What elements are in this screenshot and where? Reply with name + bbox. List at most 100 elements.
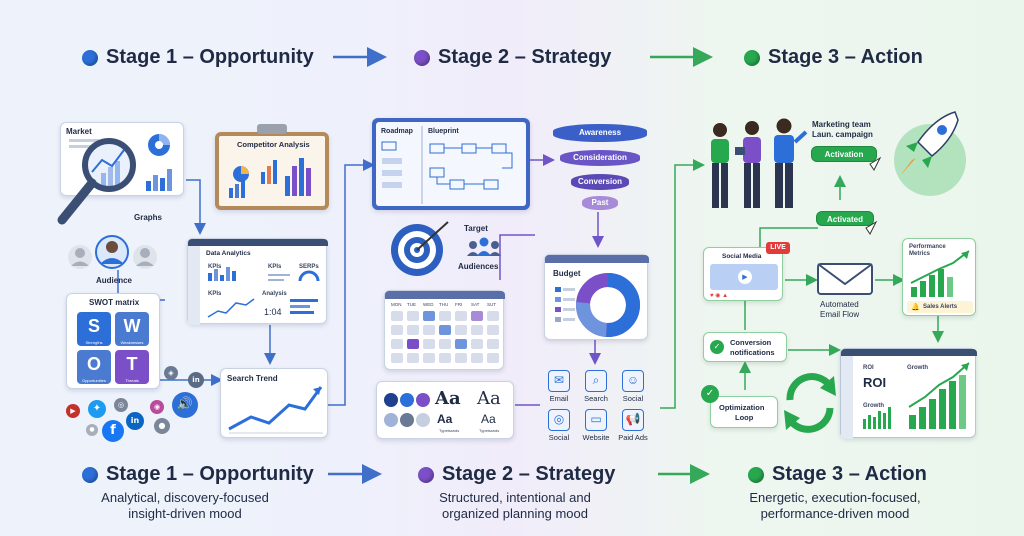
purple-dot-icon	[418, 466, 434, 483]
market-label: Market	[66, 127, 92, 136]
type-sample-1: Aa	[437, 412, 453, 426]
instagram-icon: ◉	[150, 400, 164, 414]
swot-w-letter: W	[123, 316, 141, 336]
analytics-mini-charts	[207, 267, 320, 318]
stage-1-header-top: Stage 1 – Opportunity	[82, 46, 314, 69]
stage-1-title: Stage 1 – Opportunity	[106, 46, 314, 68]
funnel-consideration: Consideration	[560, 150, 640, 166]
stage-1-title: Stage 1 – Opportunity	[106, 463, 314, 485]
live-badge: LIVE	[766, 242, 790, 254]
stage-3-title: Stage 3 – Action	[772, 463, 927, 485]
budget-donut	[555, 273, 640, 337]
optimization-label-1: Optimization	[719, 403, 765, 412]
funnel-awareness: Awareness	[553, 124, 647, 142]
linkedin-icon-2: in	[126, 412, 144, 430]
roadmap-blueprint-board: Roadmap Blueprint	[372, 118, 530, 210]
green-dot-icon	[744, 49, 760, 66]
play-icon: ▶	[738, 270, 752, 284]
swot-w-word: Weaknesses	[120, 340, 144, 345]
social-media-label: Social Media	[722, 253, 762, 260]
activation-button[interactable]: Activation	[811, 146, 877, 162]
search-trend-chart	[228, 386, 323, 434]
blueprint-label: Blueprint	[428, 128, 459, 135]
swot-o-word: Opportunities	[82, 378, 106, 383]
stage-2-description: Structured, intentional and organized pl…	[439, 490, 591, 521]
swot-title: SWOT matrix	[89, 298, 140, 307]
activated-button[interactable]: Activated	[816, 211, 874, 226]
megaphone-icon: 🔊	[172, 392, 198, 418]
perf-label-2: Metrics	[909, 251, 931, 257]
data-analytics-dashboard: Data Analytics KPIs KPIs SERPs KPIs Anal…	[187, 238, 328, 325]
facebook-icon: f	[102, 420, 124, 442]
conversion-label-1: Conversion	[730, 338, 772, 347]
blueprint-flow	[381, 126, 513, 204]
blue-dot-icon	[82, 49, 98, 66]
kpis-label-2: KPIs	[268, 264, 282, 270]
swot-t-letter: T	[126, 354, 138, 374]
team-label-line-2: Laun. campaign	[812, 130, 873, 139]
type-sample-light: Aa	[477, 388, 501, 409]
stage-1-header-bottom: Stage 1 – Opportunity	[82, 463, 314, 486]
email-flow-line-1: Automated	[820, 300, 859, 309]
kpis-label-1: KPIs	[208, 264, 222, 270]
purple-dot-icon	[414, 49, 430, 66]
stage-2-header-bottom: Stage 2 – Strategy	[418, 463, 615, 486]
typography-palette-card: Aa Aa Aa Aa Typeisands Typeisands	[376, 381, 514, 439]
day-thu: THU	[439, 302, 449, 307]
growth-label: Growth	[907, 365, 928, 371]
linkedin-icon-1: in	[188, 372, 204, 388]
swot-s-word: Strengths	[85, 340, 103, 345]
bell-icon: 🔔	[911, 304, 920, 311]
youtube-icon: ▶	[66, 404, 80, 418]
graphs-label: Graphs	[134, 213, 163, 222]
email-flow-line-2: Email Flow	[820, 310, 860, 319]
swot-t-word: Threats	[125, 378, 139, 383]
audience-label: Audience	[96, 276, 133, 285]
conversion-label-2: notifications	[730, 348, 775, 357]
serps-label: SERPs	[299, 264, 319, 270]
share-icon: ◈	[164, 366, 178, 380]
chat-icon: ●	[86, 424, 98, 436]
competitor-charts	[229, 158, 311, 198]
market-charts	[69, 134, 172, 191]
channel-social-1: Social	[622, 394, 644, 403]
kpis-label-3: KPIs	[208, 291, 222, 297]
analysis-label: Analysis	[262, 291, 287, 297]
roi-big-label: ROI	[863, 375, 887, 390]
type-sample-2: Aa	[481, 412, 496, 426]
search-icon: ⌕	[585, 370, 607, 392]
day-mon: MON	[391, 302, 402, 307]
funnel-conversion: Conversion	[571, 174, 629, 190]
typo-caption-1: Typeisands	[439, 428, 460, 433]
competitor-analysis-board: Competitor Analysis	[215, 124, 329, 210]
optimization-label-2: Loop	[735, 413, 754, 422]
swot-s-letter: S	[87, 316, 100, 336]
green-dot-icon	[748, 466, 764, 483]
twitter-icon: ✦	[88, 400, 106, 418]
website-icon: ▭	[585, 409, 607, 431]
check-circle-icon: ✓	[701, 385, 719, 403]
funnel-past: Past	[582, 196, 618, 210]
email-icon: ✉	[548, 370, 570, 392]
roadmap-label: Roadmap	[381, 128, 413, 135]
stage-1-description: Analytical, discovery-focused insight-dr…	[101, 490, 269, 521]
channel-paid-ads: Paid Ads	[618, 433, 648, 442]
market-card: Market	[60, 122, 184, 196]
budget-card: Budget	[544, 254, 649, 340]
stage-3-description: Energetic, execution-focused, performanc…	[749, 490, 921, 521]
channel-social-2: Social	[548, 433, 570, 442]
competitor-label: Competitor Analysis	[237, 140, 310, 149]
performance-chart	[907, 250, 973, 313]
data-analytics-label: Data Analytics	[206, 250, 251, 257]
audiences-label: Audiences	[458, 262, 499, 271]
podcast-icon: ●	[154, 418, 170, 434]
search-trend-label: Search Trend	[227, 374, 278, 383]
channel-website: Website	[582, 433, 610, 442]
roi-small-label: ROI	[863, 365, 874, 371]
stage-3-header-top: Stage 3 – Action	[744, 46, 923, 69]
day-sat: SAT	[471, 302, 480, 307]
channel-email: Email	[549, 394, 569, 403]
header-arrows	[328, 47, 713, 484]
